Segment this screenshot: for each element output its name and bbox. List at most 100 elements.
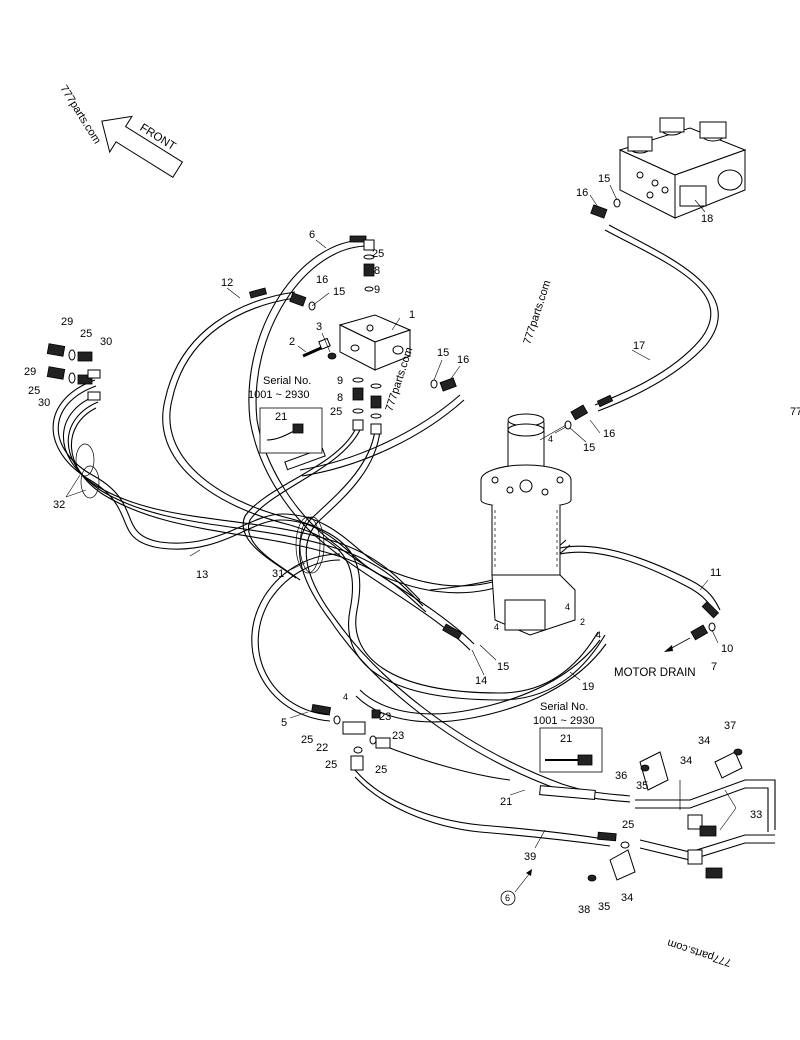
label-12: 12: [221, 277, 233, 289]
watermark-bottom-right: 777parts.com: [666, 937, 733, 969]
hose-17: [594, 229, 712, 406]
label-4: 4: [548, 434, 553, 444]
label-8: 8: [374, 265, 380, 277]
label-4: 4: [596, 630, 601, 640]
left-fittings: [46, 343, 101, 401]
label-15: 15: [437, 347, 449, 359]
label-9: 9: [337, 375, 343, 387]
valve-block-1: [338, 314, 412, 371]
fittings-16-15: [289, 198, 621, 430]
callout-circle-6: 6: [500, 869, 532, 906]
label-25: 25: [28, 385, 40, 397]
serial-box-1-part: 21: [275, 411, 287, 423]
label-29: 29: [24, 366, 36, 378]
serial-box-2-part: 21: [560, 733, 572, 745]
label-23-b: 23: [392, 730, 404, 742]
serial-box-2: Serial No. 1001 ~ 2930 21: [533, 701, 603, 773]
label-33: 33: [750, 809, 762, 821]
hose-39: [354, 769, 611, 841]
label-22: 22: [316, 742, 328, 754]
label-36: 36: [615, 770, 627, 782]
label-9: 9: [374, 284, 380, 296]
label-17: 17: [633, 340, 645, 352]
front-arrow: [101, 115, 184, 179]
label-21: 21: [500, 796, 512, 808]
hose-13: [52, 379, 571, 594]
label-7: 7: [711, 661, 717, 673]
clamp-32: [75, 443, 95, 477]
label-14: 14: [475, 675, 487, 687]
serial-box-1-title: Serial No.: [263, 375, 311, 387]
label-16: 16: [576, 187, 588, 199]
label-31: 31: [272, 568, 284, 580]
hose-clamps: [75, 443, 325, 574]
watermark-center: 777parts.com: [521, 279, 553, 346]
clamp-31: [295, 516, 321, 574]
serial-box-2-title: Serial No.: [540, 701, 588, 713]
label-35: 35: [598, 901, 610, 913]
label-19: 19: [582, 681, 594, 693]
bracket-34: [639, 751, 669, 791]
label-30: 30: [38, 397, 50, 409]
fitting-stack-top: [363, 239, 375, 292]
label-25: 25: [330, 406, 342, 418]
label-15: 15: [333, 286, 345, 298]
label-18: 18: [701, 213, 713, 225]
label-11: 11: [710, 567, 721, 579]
hose-bundle: [52, 224, 721, 847]
label-38: 38: [578, 904, 590, 916]
part-labels: 1 2 3 6 12 16 15 25 8 9 9 8 25 15 16 15 …: [24, 173, 762, 916]
label-25: 25: [372, 248, 384, 260]
label-2: 2: [580, 617, 585, 627]
label-1: 1: [409, 309, 415, 321]
label-2: 2: [289, 336, 295, 348]
label-16: 16: [603, 428, 615, 440]
label-16: 16: [457, 354, 469, 366]
motor-drain-label: MOTOR DRAIN: [614, 667, 696, 679]
bolt-2: [302, 337, 337, 360]
label-4: 4: [494, 622, 499, 632]
label-29: 29: [61, 316, 73, 328]
watermark-edge: 77: [790, 406, 800, 418]
fitting-stack-bottom: [352, 377, 382, 435]
serial-box-1: Serial No. 1001 ~ 2930 21: [248, 375, 323, 454]
label-6: 6: [309, 229, 315, 241]
label-37: 37: [724, 720, 736, 732]
label-30: 30: [100, 336, 112, 348]
hose-11: [559, 545, 721, 611]
solenoid-valve-18: [618, 117, 747, 219]
label-34: 34: [680, 755, 692, 767]
label-34: 34: [698, 735, 710, 747]
label-39: 39: [524, 851, 536, 863]
label-15: 15: [598, 173, 610, 185]
hose-6: [248, 239, 471, 651]
label-16: 16: [316, 274, 328, 286]
label-13: 13: [196, 569, 208, 581]
label-15: 15: [497, 661, 509, 673]
hose-12: [162, 291, 606, 701]
serial-box-1-range: 1001 ~ 2930: [248, 389, 309, 401]
watermark-top-left: 777parts.com: [57, 83, 102, 146]
motor-drain-fitting: [664, 622, 716, 652]
hose-5: [257, 559, 341, 716]
swivel-joint: [480, 413, 576, 636]
washer-3: [327, 352, 337, 360]
label-15: 15: [583, 442, 595, 454]
hose-sleeves: [249, 235, 720, 842]
label-25: 25: [301, 734, 313, 746]
label-8: 8: [337, 392, 343, 404]
leader-lines: [65, 184, 737, 849]
label-25: 25: [80, 328, 92, 340]
label-23: 23: [379, 711, 391, 723]
label-3: 3: [316, 321, 322, 333]
label-10: 10: [721, 643, 733, 655]
label-4: 4: [343, 692, 348, 702]
label-4: 4: [565, 602, 570, 612]
label-25: 25: [325, 759, 337, 771]
svg-text:6: 6: [505, 893, 510, 903]
pipes-33: [587, 748, 776, 882]
label-34: 34: [621, 892, 633, 904]
hose-19: [359, 639, 601, 715]
